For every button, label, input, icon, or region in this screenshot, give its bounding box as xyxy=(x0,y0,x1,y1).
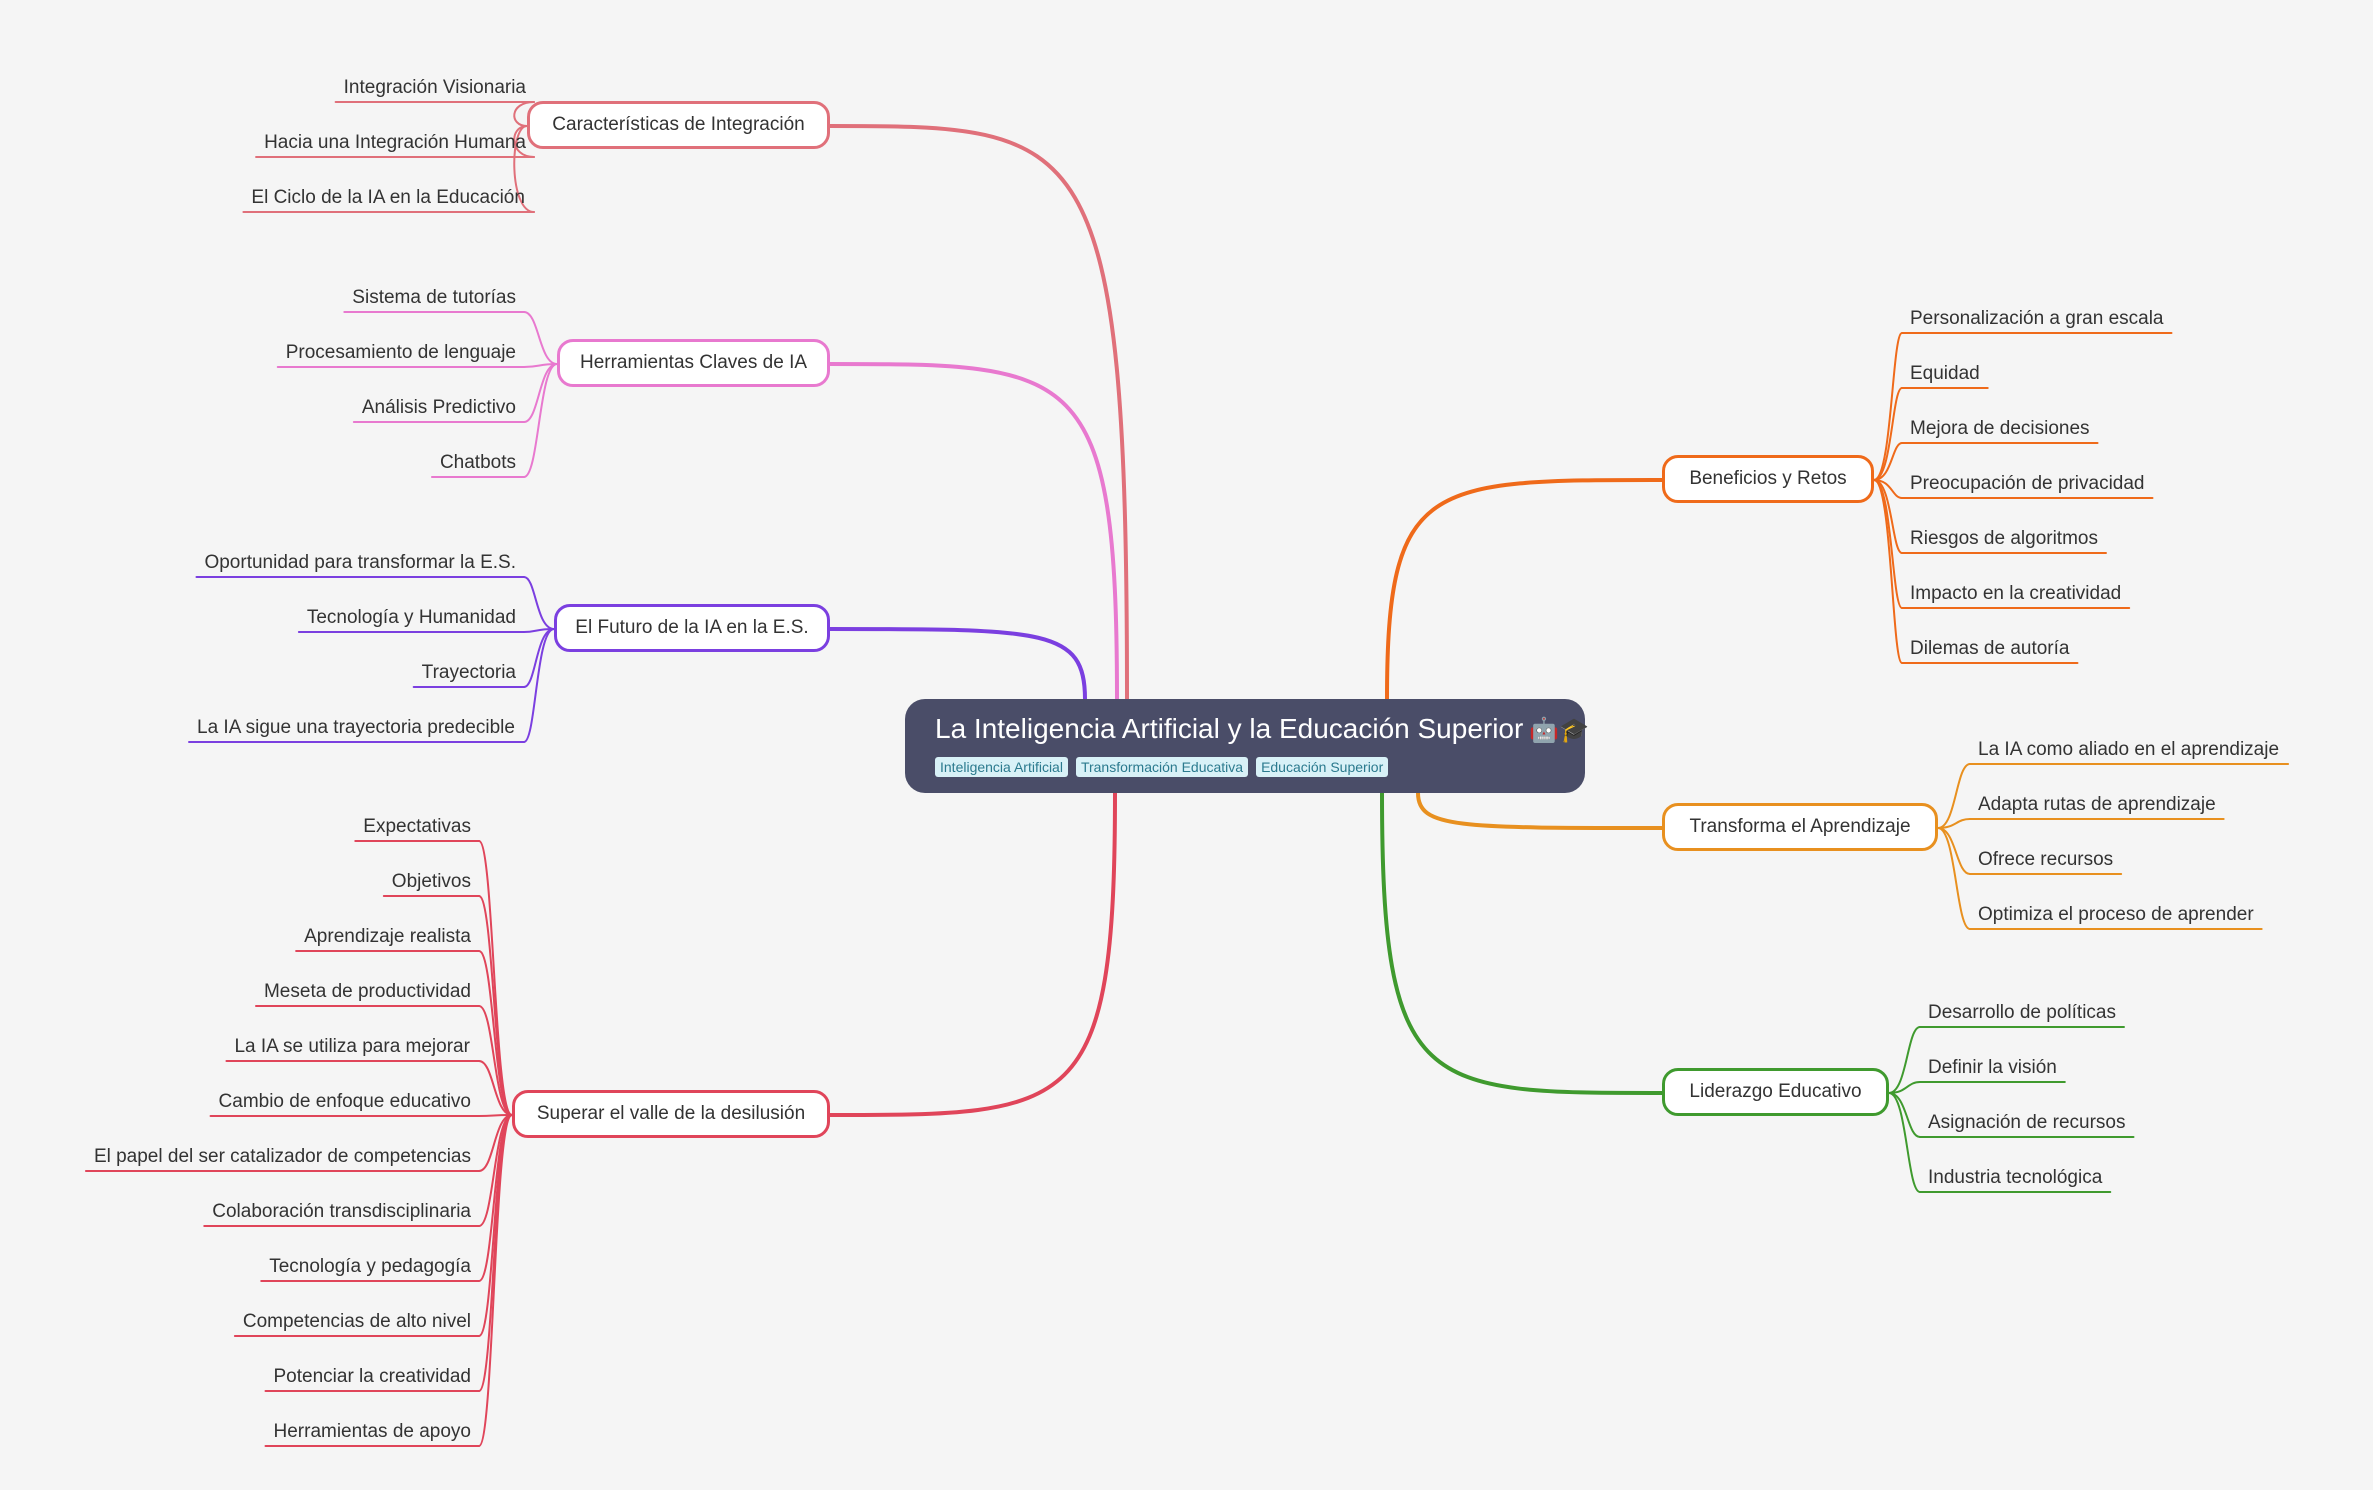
connector-superar-11 xyxy=(478,1114,513,1447)
leaf-herramientas-0[interactable]: Sistema de tutorías xyxy=(352,287,516,308)
tag-transformacion-educativa[interactable]: Transformación Educativa xyxy=(1075,757,1249,777)
branch-node-superar[interactable]: Superar el valle de la desilusión xyxy=(512,1090,830,1138)
branch-node-beneficios[interactable]: Beneficios y Retos xyxy=(1662,455,1874,503)
leaf-liderazgo-3[interactable]: Industria tecnológica xyxy=(1928,1167,2103,1188)
leaf-transforma-2[interactable]: Ofrece recursos xyxy=(1978,849,2114,870)
connector-root-caracteristicas xyxy=(828,124,1129,701)
connector-caracteristicas-2 xyxy=(513,125,535,213)
connector-liderazgo-0 xyxy=(1888,1026,1921,1094)
leaf-liderazgo-2[interactable]: Asignación de recursos xyxy=(1928,1112,2126,1133)
root-title: La Inteligencia Artificial y la Educació… xyxy=(935,711,1589,749)
leaf-superar-1[interactable]: Objetivos xyxy=(391,871,471,892)
leaf-futuro-0[interactable]: Oportunidad para transformar la E.S. xyxy=(204,552,516,573)
leaf-transforma-0[interactable]: La IA como aliado en el aprendizaje xyxy=(1978,739,2280,760)
connector-root-herramientas xyxy=(828,362,1119,701)
root-tags: Inteligencia Artificial Transformación E… xyxy=(935,757,1555,777)
robot-graduation-cap-icon: 🤖🎓 xyxy=(1529,717,1590,744)
leaf-herramientas-1[interactable]: Procesamiento de lenguaje xyxy=(285,342,516,363)
connector-superar-6 xyxy=(478,1114,513,1172)
leaf-beneficios-2[interactable]: Mejora de decisiones xyxy=(1910,418,2090,439)
connector-futuro-3 xyxy=(523,628,555,743)
connector-root-liderazgo xyxy=(1380,791,1664,1095)
leaf-transforma-3[interactable]: Optimiza el proceso de aprender xyxy=(1978,904,2254,925)
leaf-herramientas-3[interactable]: Chatbots xyxy=(439,452,516,473)
leaf-futuro-2[interactable]: Trayectoria xyxy=(421,662,516,683)
connector-herramientas-3 xyxy=(523,363,558,478)
connector-caracteristicas-0 xyxy=(513,101,535,127)
leaf-beneficios-5[interactable]: Impacto en la creatividad xyxy=(1910,583,2122,604)
leaf-caracteristicas-0[interactable]: Integración Visionaria xyxy=(343,77,526,98)
leaf-futuro-3[interactable]: La IA sigue una trayectoria predecible xyxy=(197,717,515,738)
root-node[interactable]: La Inteligencia Artificial y la Educació… xyxy=(905,699,1589,793)
connector-superar-2 xyxy=(478,950,513,1116)
connector-root-transforma xyxy=(1416,791,1664,830)
connector-futuro-0 xyxy=(523,576,555,630)
tag-inteligencia-artificial[interactable]: Inteligencia Artificial xyxy=(935,757,1068,777)
connector-liderazgo-1 xyxy=(1888,1081,1921,1094)
leaf-superar-5[interactable]: Cambio de enfoque educativo xyxy=(218,1091,471,1112)
connector-transforma-0 xyxy=(1937,763,1971,829)
connector-beneficios-2 xyxy=(1873,442,1903,481)
connector-transforma-1 xyxy=(1937,818,1971,829)
leaf-superar-2[interactable]: Aprendizaje realista xyxy=(304,926,471,947)
connector-beneficios-0 xyxy=(1873,332,1903,481)
connector-transforma-3 xyxy=(1937,827,1971,930)
connector-beneficios-1 xyxy=(1873,387,1903,481)
tag-educacion-superior[interactable]: Educación Superior xyxy=(1256,757,1389,777)
branch-node-herramientas[interactable]: Herramientas Claves de IA xyxy=(557,339,830,387)
leaf-herramientas-2[interactable]: Análisis Predictivo xyxy=(361,397,516,418)
leaf-beneficios-4[interactable]: Riesgos de algoritmos xyxy=(1910,528,2098,549)
branch-node-futuro[interactable]: El Futuro de la IA en la E.S. xyxy=(554,604,830,652)
leaf-superar-11[interactable]: Herramientas de apoyo xyxy=(273,1421,472,1442)
branch-node-caracteristicas[interactable]: Características de Integración xyxy=(527,101,830,149)
root-title-text: La Inteligencia Artificial y la Educació… xyxy=(935,713,1524,744)
connector-root-futuro xyxy=(828,627,1087,701)
leaf-caracteristicas-2[interactable]: El Ciclo de la IA en la Educación xyxy=(251,187,525,208)
connector-futuro-2 xyxy=(523,628,555,688)
leaf-superar-6[interactable]: El papel del ser catalizador de competen… xyxy=(93,1146,471,1167)
leaf-superar-9[interactable]: Competencias de alto nivel xyxy=(242,1311,471,1332)
leaf-beneficios-3[interactable]: Preocupación de privacidad xyxy=(1910,473,2145,494)
connector-superar-4 xyxy=(478,1060,513,1116)
branch-node-liderazgo[interactable]: Liderazgo Educativo xyxy=(1662,1068,1889,1116)
connector-root-beneficios xyxy=(1385,478,1664,701)
connector-herramientas-0 xyxy=(523,311,558,365)
connector-herramientas-2 xyxy=(523,363,558,423)
leaf-liderazgo-1[interactable]: Definir la visión xyxy=(1928,1057,2057,1078)
leaf-liderazgo-0[interactable]: Desarrollo de políticas xyxy=(1928,1002,2116,1023)
leaf-superar-10[interactable]: Potenciar la creatividad xyxy=(273,1366,472,1387)
connector-root-superar xyxy=(828,791,1117,1117)
leaf-transforma-1[interactable]: Adapta rutas de aprendizaje xyxy=(1978,794,2216,815)
branch-node-transforma[interactable]: Transforma el Aprendizaje xyxy=(1662,803,1938,851)
leaf-beneficios-0[interactable]: Personalización a gran escala xyxy=(1910,308,2164,329)
leaf-beneficios-6[interactable]: Dilemas de autoría xyxy=(1910,638,2070,659)
connector-beneficios-6 xyxy=(1873,479,1903,664)
leaf-caracteristicas-1[interactable]: Hacia una Integración Humana xyxy=(264,132,526,153)
leaf-futuro-1[interactable]: Tecnología y Humanidad xyxy=(306,607,516,628)
leaf-superar-7[interactable]: Colaboración transdisciplinaria xyxy=(212,1201,471,1222)
leaf-superar-0[interactable]: Expectativas xyxy=(363,816,471,837)
leaf-beneficios-1[interactable]: Equidad xyxy=(1910,363,1980,384)
connector-liderazgo-3 xyxy=(1888,1092,1921,1193)
leaf-superar-8[interactable]: Tecnología y pedagogía xyxy=(269,1256,471,1277)
leaf-superar-4[interactable]: La IA se utiliza para mejorar xyxy=(234,1036,470,1057)
connector-superar-3 xyxy=(478,1005,513,1116)
leaf-superar-3[interactable]: Meseta de productividad xyxy=(263,981,471,1002)
